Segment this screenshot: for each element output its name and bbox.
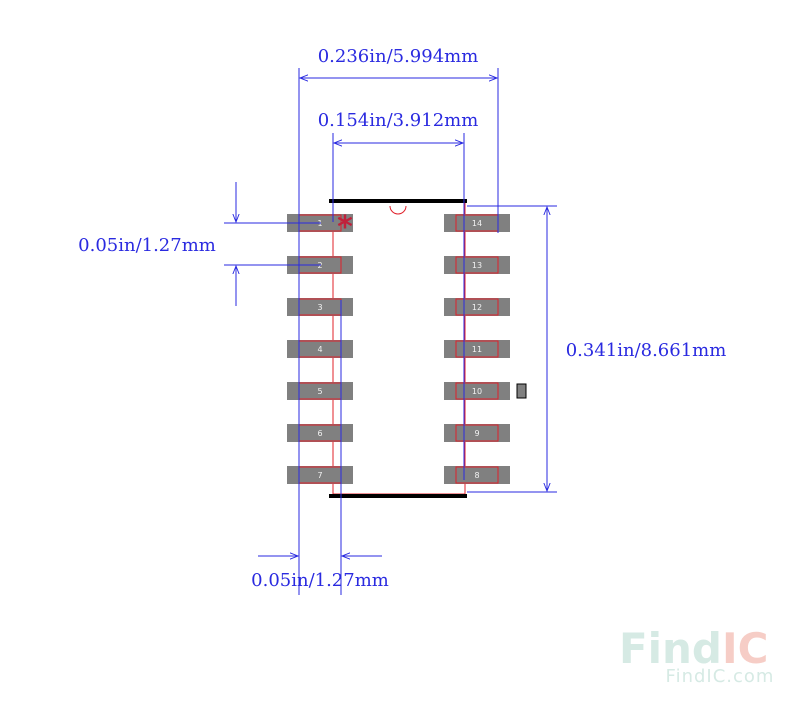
pin-number-11: 11 <box>472 345 482 354</box>
dim-label-pitch-horizontal: 0.05in/1.27mm <box>251 570 389 591</box>
pad-8 <box>444 466 510 484</box>
lead-outline-12 <box>455 298 499 316</box>
pad-13 <box>444 256 510 274</box>
pad-9 <box>444 424 510 442</box>
pin-number-9: 9 <box>474 429 479 438</box>
watermark-logo: Find IC FindIC.com <box>619 624 775 687</box>
lead-outline-11 <box>455 340 499 358</box>
pin-number-4: 4 <box>317 345 322 354</box>
pin-number-6: 6 <box>317 429 322 438</box>
pin1-marker: * <box>337 210 353 245</box>
dim-label-overall-width: 0.236in/5.994mm <box>318 46 479 67</box>
package-notch <box>389 205 407 215</box>
pin-number-10: 10 <box>472 387 482 396</box>
pad-4 <box>287 340 353 358</box>
lead-outline-9 <box>455 424 499 442</box>
pin-number-12: 12 <box>472 303 482 312</box>
pad-3 <box>287 298 353 316</box>
watermark-site: FindIC.com <box>666 666 775 687</box>
dim-label-body-length: 0.341in/8.661mm <box>566 340 727 361</box>
polarity-mark <box>516 383 527 399</box>
pin-number-13: 13 <box>472 261 482 270</box>
pad-12 <box>444 298 510 316</box>
pad-11 <box>444 340 510 358</box>
pad-7 <box>287 466 353 484</box>
watermark-brand-ic: IC <box>722 624 768 673</box>
pad-14 <box>444 214 510 232</box>
dim-label-body-width: 0.154in/3.912mm <box>318 110 479 131</box>
pad-6 <box>287 424 353 442</box>
lead-outline-8 <box>455 466 499 484</box>
dim-label-pitch-vertical: 0.05in/1.27mm <box>78 235 216 256</box>
lead-outline-10 <box>455 382 499 400</box>
pin-number-7: 7 <box>317 471 322 480</box>
pad-5 <box>287 382 353 400</box>
pin-number-14: 14 <box>472 219 482 228</box>
watermark-brand-find: Find <box>619 624 722 673</box>
pin-number-8: 8 <box>474 471 479 480</box>
pin-number-5: 5 <box>317 387 322 396</box>
pin-number-3: 3 <box>317 303 322 312</box>
pads-group: 1234567141312111098 <box>287 214 510 484</box>
pad-10 <box>444 382 510 400</box>
lead-outline-13 <box>455 256 499 274</box>
